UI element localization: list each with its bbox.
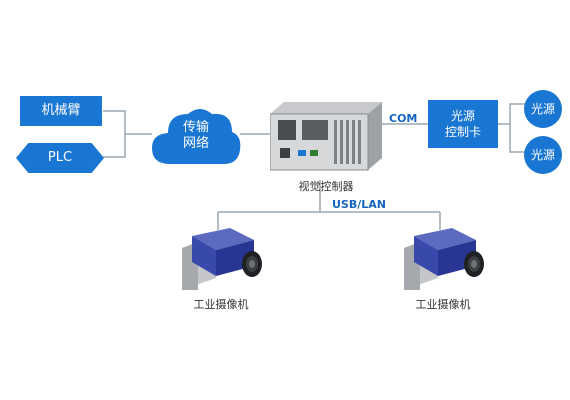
light-2-label: 光源 xyxy=(530,148,555,162)
industrial-camera-icon xyxy=(404,228,484,290)
light-card-node: 光源 控制卡 xyxy=(428,100,498,148)
plc-label: PLC xyxy=(47,150,73,165)
robot-arm-node: 机械臂 xyxy=(20,96,102,126)
wire-arm-plc-bracket xyxy=(103,110,126,158)
camera-1-label: 工业摄像机 xyxy=(193,298,249,311)
network-node: 传输 网络 xyxy=(148,112,244,160)
controller-label: 视觉控制器 xyxy=(298,180,354,193)
camera-2-label: 工业摄像机 xyxy=(415,298,471,311)
network-label-line-1: 传输 xyxy=(182,120,209,135)
wire-lights-bracket xyxy=(498,103,526,153)
robot-arm-label: 机械臂 xyxy=(41,103,81,118)
cloud-icon xyxy=(152,109,241,164)
plc-node: PLC xyxy=(16,143,104,173)
industrial-pc-icon xyxy=(270,102,382,171)
light-1-node: 光源 xyxy=(524,90,562,128)
network-label-line-2: 网络 xyxy=(182,136,209,151)
usb-lan-label: USB/LAN xyxy=(332,198,386,211)
light-2-node: 光源 xyxy=(524,136,562,174)
light-card-label-line-2: 控制卡 xyxy=(444,125,481,139)
industrial-camera-icon xyxy=(182,228,262,290)
light-1-label: 光源 xyxy=(530,102,555,116)
light-card-label-line-1: 光源 xyxy=(450,109,475,123)
com-label: COM xyxy=(389,112,418,125)
